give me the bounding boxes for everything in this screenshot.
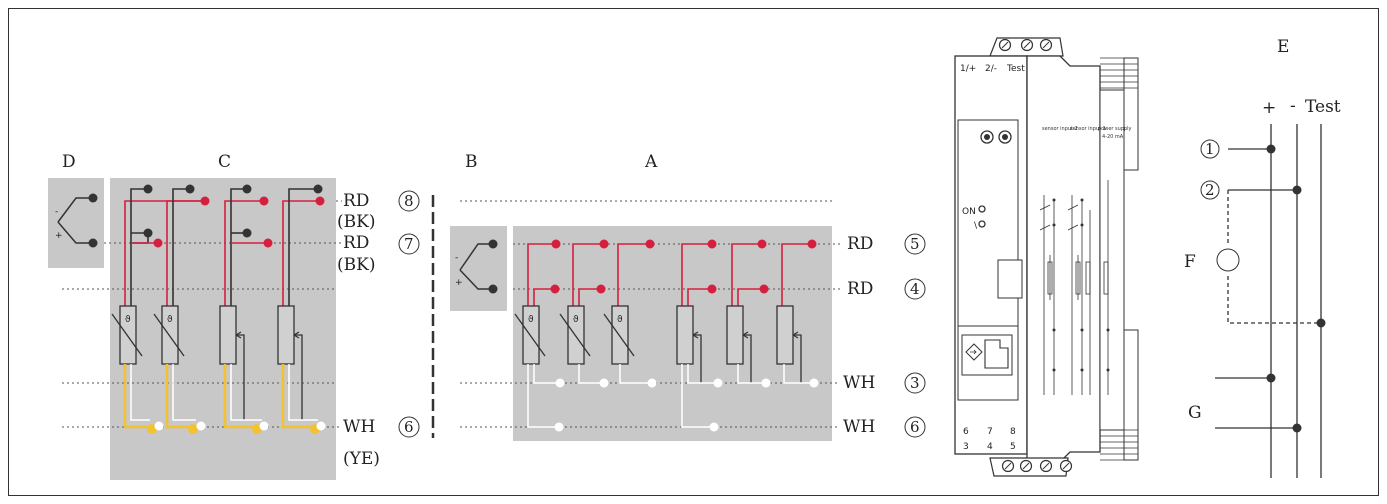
wire-label-rd-a1: RD [847, 234, 873, 254]
svg-text:ϑ: ϑ [617, 315, 623, 325]
terminal-label-4: 4 [987, 442, 993, 452]
terminal-label-7: 7 [987, 427, 993, 437]
terminal-label-test: Test [1006, 64, 1025, 74]
callout-circles-e [1200, 139, 1220, 200]
thermocouple-icon [57, 193, 98, 248]
callout-1: 1 [1205, 140, 1215, 158]
terminal-label-1: 1/+ [960, 64, 976, 74]
power-supply-label: power supply [1098, 126, 1132, 132]
section-label-b: B [465, 152, 478, 172]
minus-sign-d: - [55, 207, 58, 217]
terminal-label-2: 2/- [985, 64, 997, 74]
callout-3: 3 [910, 374, 920, 392]
svg-text:ϑ: ϑ [125, 315, 131, 325]
terminal-label-3: 3 [963, 442, 969, 452]
svg-text:ϑ: ϑ [167, 315, 173, 325]
terminal-label-8: 8 [1010, 427, 1016, 437]
section-label-c: C [218, 152, 231, 172]
callout-2: 2 [1205, 181, 1215, 199]
rtd-sensor [726, 239, 771, 388]
section-label-e: E [1277, 37, 1289, 57]
callout-6-left: 6 [404, 418, 414, 436]
rtd-sensor [219, 184, 273, 434]
plus-sign-b: + [455, 278, 463, 288]
transmitter-device [954, 37, 1139, 477]
junction-dots [1266, 144, 1326, 433]
svg-text:ϑ: ϑ [573, 315, 579, 325]
wire-label-bk-top: (BK) [337, 212, 375, 232]
diagram-frame [8, 8, 1379, 496]
callout-8: 8 [404, 192, 414, 210]
svg-text:ϑ: ϑ [528, 315, 534, 325]
sensor-group-a: ϑ ϑ ϑ [514, 239, 819, 432]
sensor-group-c: ϑ ϑ [111, 184, 326, 434]
terminal-label-5: 5 [1010, 442, 1016, 452]
plus-label: + [1262, 98, 1276, 118]
plus-sign-d: + [55, 231, 63, 241]
on-label: ON [962, 207, 976, 217]
callout-5: 5 [910, 235, 920, 253]
thermocouple-box-d [48, 178, 104, 268]
wire-label-wh-a1: WH [843, 373, 875, 393]
wire-label-wh-left: WH [343, 417, 375, 437]
test-label: Test [1305, 97, 1341, 117]
section-label-a: A [644, 152, 658, 172]
rtd-sensor: ϑ [514, 239, 565, 432]
rtd-sensor [676, 239, 723, 432]
terminal-label-6: 6 [963, 427, 969, 437]
callout-7: 7 [404, 235, 414, 253]
current-range-label: 4-20 mA [1102, 134, 1124, 140]
thermocouple-icon [459, 239, 498, 294]
wire-label-rd-mid: RD [343, 233, 369, 253]
callout-6-right: 6 [910, 418, 920, 436]
rtd-sensor [776, 239, 819, 388]
rtd-sensor: ϑ [603, 239, 657, 388]
sensor-input-2-label: sensor input 2 [1042, 126, 1078, 132]
wire-label-wh-a2: WH [843, 417, 875, 437]
section-label-d: D [62, 152, 76, 172]
rtd-sensor: ϑ [559, 239, 609, 388]
minus-label: - [1290, 96, 1296, 116]
sensor-input-1-label: sensor input 1 [1070, 126, 1106, 132]
minus-sign-b: - [455, 253, 458, 263]
led-mark: \ [974, 221, 978, 231]
wire-label-bk-mid: (BK) [337, 255, 375, 275]
section-label-f: F [1184, 252, 1196, 272]
section-label-g: G [1188, 403, 1202, 423]
callout-circles [398, 190, 926, 438]
rtd-sensor: ϑ [153, 184, 210, 434]
wire-label-rd-a2: RD [847, 279, 873, 299]
rtd-sensor [277, 184, 326, 434]
thermocouple-box-b [450, 226, 507, 311]
power-wiring [1215, 124, 1322, 478]
wire-label-ye: (YE) [343, 449, 380, 469]
callout-4: 4 [910, 280, 920, 298]
wire-label-rd-top: RD [343, 191, 369, 211]
